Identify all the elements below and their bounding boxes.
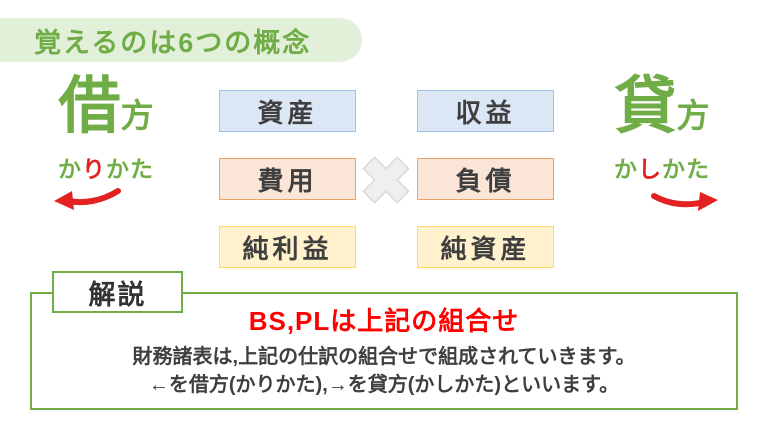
cross-x-icon bbox=[362, 156, 410, 204]
explanation-heading: BS,PLは上記の組合せ bbox=[248, 306, 520, 336]
debit-reading-post: かた bbox=[106, 156, 154, 182]
credit-reading-accent: し bbox=[638, 156, 662, 182]
concept-box-net-income: 純利益 bbox=[219, 226, 356, 268]
debit-kanji-suffix: 方 bbox=[120, 97, 154, 134]
explanation-line-1: 財務諸表は,上記の仕訳の組合せで組成されていきます。 bbox=[132, 346, 636, 368]
concept-box-revenue: 収益 bbox=[417, 90, 554, 132]
concept-box-net-assets: 純資産 bbox=[417, 226, 554, 268]
credit-reading-post: かた bbox=[662, 156, 710, 182]
credit-kanji-main: 貸 bbox=[614, 72, 677, 141]
debit-reading-accent: り bbox=[82, 156, 106, 182]
credit-kanji-suffix: 方 bbox=[676, 97, 710, 134]
explanation-panel: BS,PLは上記の組合せ 財務諸表は,上記の仕訳の組合せで組成されていきます。 … bbox=[30, 292, 738, 410]
concept-box-assets: 資産 bbox=[219, 90, 356, 132]
page-title: 覚えるのは6つの概念 bbox=[34, 27, 312, 58]
credit-reading-pre: か bbox=[614, 156, 638, 182]
explanation-line-2: ←を借方(かりかた),→を貸方(かしかた)といいます。 bbox=[148, 374, 620, 396]
credit-group: 貸方 かしかた bbox=[594, 74, 730, 214]
debit-kanji: 借方 bbox=[38, 74, 174, 156]
debit-kanji-main: 借 bbox=[58, 72, 121, 141]
concept-box-liabilities: 負債 bbox=[417, 158, 554, 200]
debit-group: 借方 かりかた bbox=[38, 74, 174, 214]
explanation-body: 財務諸表は,上記の仕訳の組合せで組成されていきます。 ←を借方(かりかた),→を… bbox=[32, 343, 736, 399]
credit-reading: かしかた bbox=[594, 156, 730, 182]
concept-box-expenses: 費用 bbox=[219, 158, 356, 200]
title-banner: 覚えるのは6つの概念 bbox=[0, 18, 362, 62]
explanation-label-box: 解説 bbox=[52, 271, 183, 313]
right-arrow-icon bbox=[651, 192, 718, 211]
debit-reading-pre: か bbox=[58, 156, 82, 182]
left-arrow-icon bbox=[54, 188, 121, 210]
credit-kanji: 貸方 bbox=[594, 74, 730, 156]
explanation-label: 解説 bbox=[88, 279, 147, 310]
debit-reading: かりかた bbox=[38, 156, 174, 182]
